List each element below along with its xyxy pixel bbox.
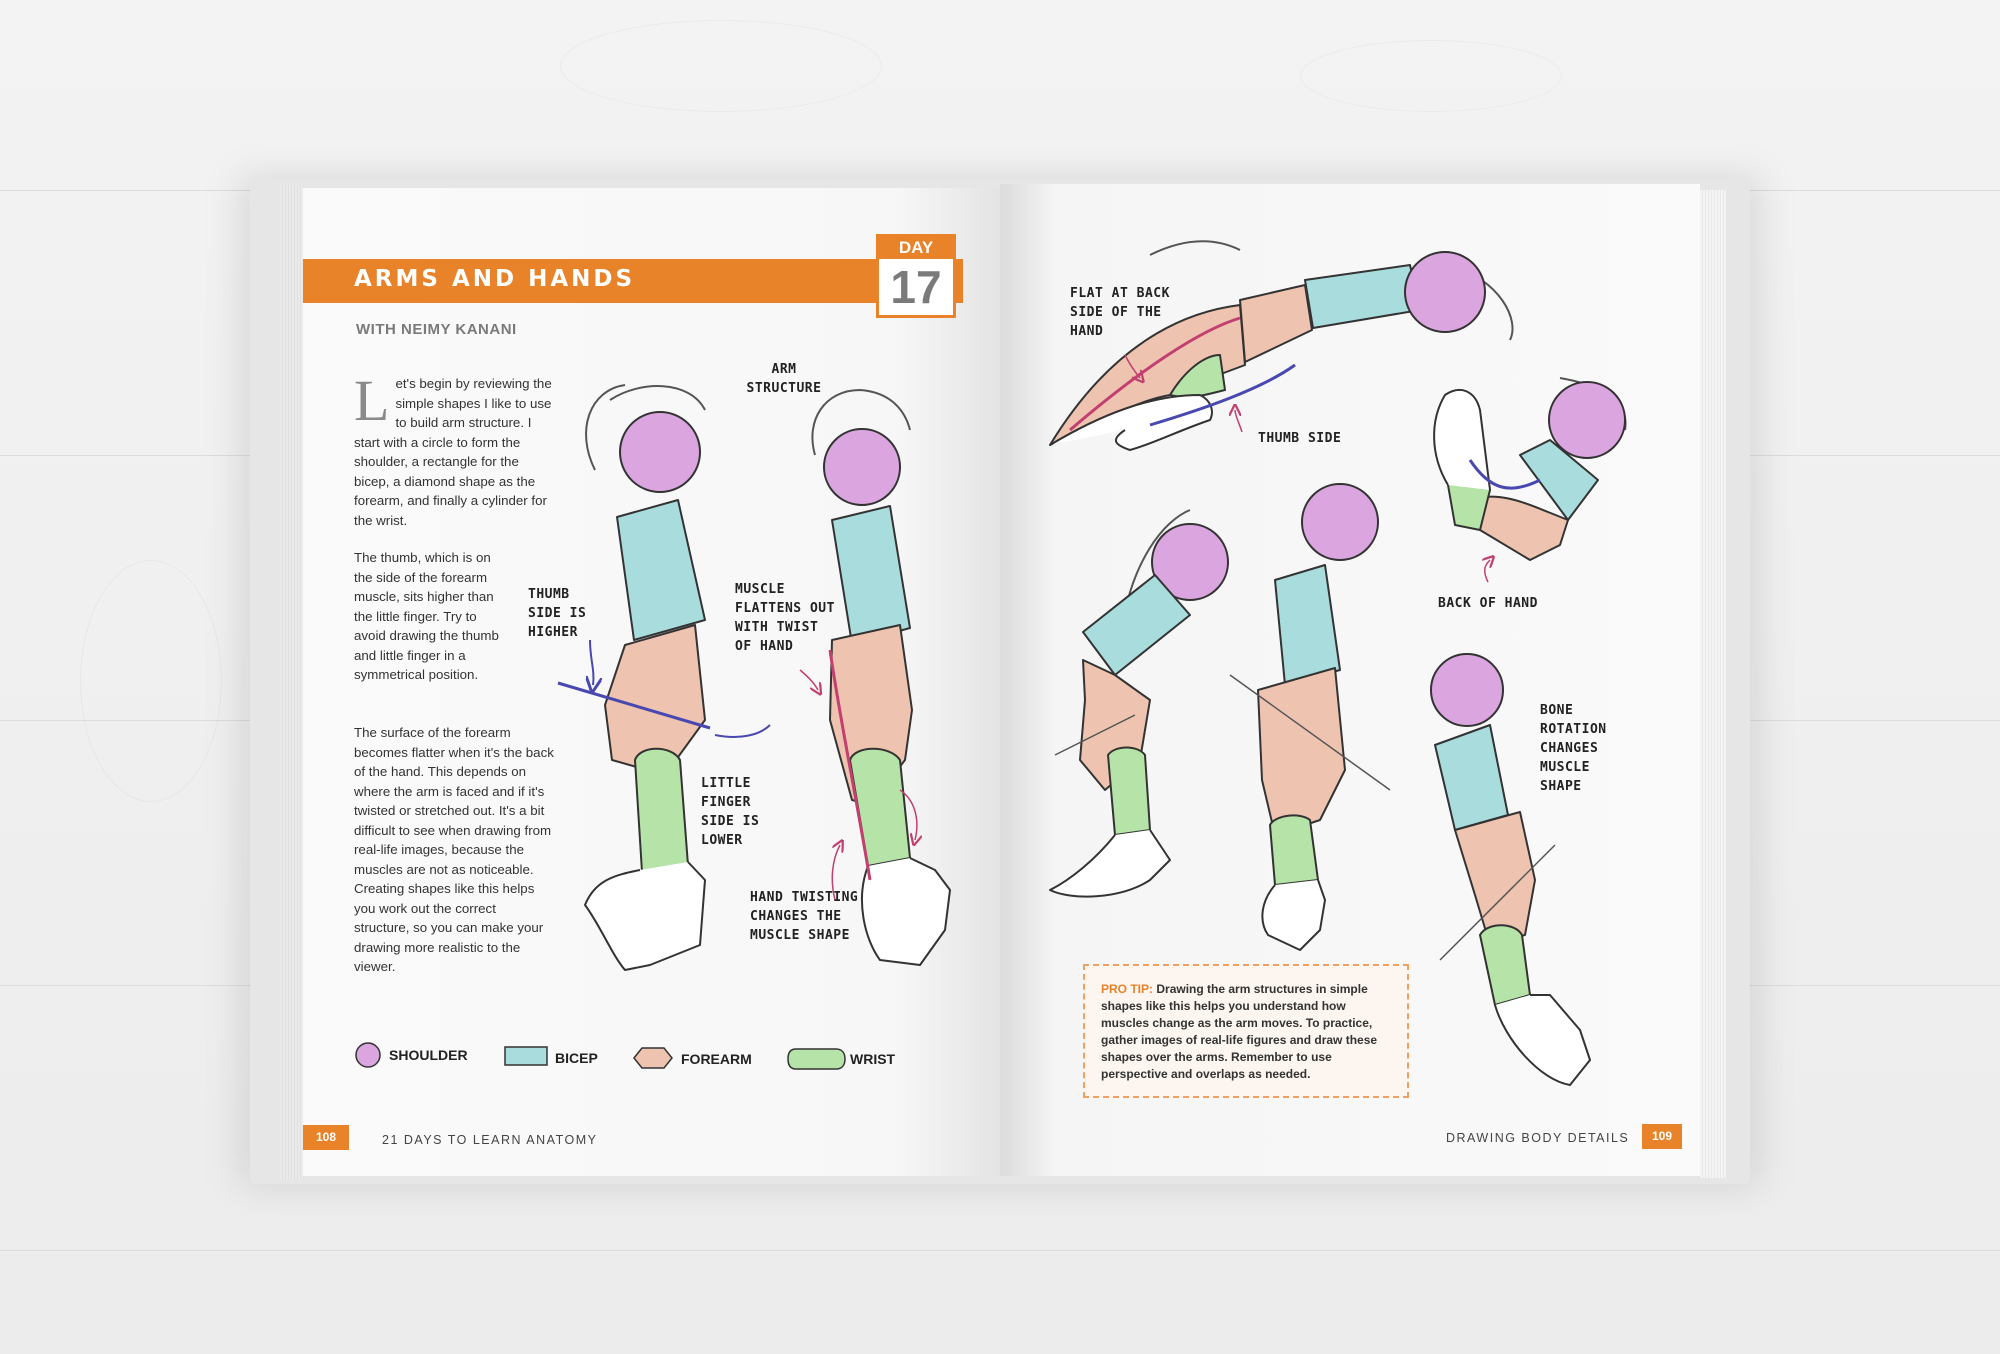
plank-line bbox=[0, 1250, 2000, 1251]
legend-shoulder-label: SHOULDER bbox=[389, 1047, 468, 1063]
legend-shoulder-swatch bbox=[355, 1042, 381, 1068]
forearm-diamond bbox=[1454, 811, 1536, 946]
annotation-muscle-flattens: MUSCLE FLATTENS OUT WITH TWIST OF HAND bbox=[735, 582, 835, 654]
arm-figure-7 bbox=[1430, 653, 1591, 1086]
legend-forearm-label: FOREARM bbox=[681, 1051, 752, 1067]
pro-tip-box: PRO TIP: Drawing the arm structures in s… bbox=[1083, 964, 1409, 1098]
arm-figure-4 bbox=[1433, 377, 1627, 583]
wrist-cylinder bbox=[1479, 924, 1531, 1006]
annotation-bone-rotation: BONE ROTATION CHANGES MUSCLE SHAPE bbox=[1540, 703, 1607, 794]
day-badge: DAY 17 bbox=[876, 234, 956, 318]
shoulder-circle bbox=[1151, 523, 1229, 601]
arm-figure-3 bbox=[1049, 240, 1514, 451]
running-footer-left: 21 DAYS TO LEARN ANATOMY bbox=[382, 1133, 598, 1147]
annotation-little-finger: LITTLE FINGER SIDE IS LOWER bbox=[701, 776, 760, 848]
arm-figure-6 bbox=[1229, 483, 1391, 951]
body-paragraph-3: The surface of the forearm becomes flatt… bbox=[354, 725, 554, 974]
chapter-title: ARMS AND HANDS bbox=[354, 266, 636, 292]
body-paragraph-2: The thumb, which is on the side of the f… bbox=[354, 550, 499, 682]
legend-bicep-label: BICEP bbox=[555, 1050, 598, 1066]
annotation-flat-back: FLAT AT BACK SIDE OF THE HAND bbox=[1070, 286, 1170, 339]
bicep-block bbox=[1519, 439, 1599, 521]
wrist-cylinder bbox=[849, 747, 911, 867]
bicep-block bbox=[616, 499, 706, 641]
shoulder-circle bbox=[1404, 251, 1486, 333]
forearm-diamond bbox=[1257, 667, 1346, 836]
arm-figure-5 bbox=[1049, 509, 1229, 898]
shoulder-circle bbox=[1548, 381, 1626, 459]
arm-figure-2 bbox=[799, 389, 951, 966]
annotation-hand-twisting: HAND TWISTING CHANGES THE MUSCLE SHAPE bbox=[750, 890, 859, 943]
arm-figure-1 bbox=[557, 384, 771, 971]
page-stack-left bbox=[280, 185, 304, 1180]
legend-bicep-swatch bbox=[504, 1046, 548, 1066]
pro-tip-lead: PRO TIP: bbox=[1101, 982, 1154, 996]
shoulder-circle bbox=[619, 411, 701, 493]
page-number-right: 109 bbox=[1642, 1124, 1682, 1149]
day-label: DAY bbox=[879, 237, 953, 259]
author-byline: WITH NEIMY KANANI bbox=[356, 321, 517, 338]
wrist-cylinder bbox=[1269, 814, 1319, 886]
page-number-left: 108 bbox=[303, 1125, 349, 1150]
day-number: 17 bbox=[890, 261, 942, 313]
shoulder-circle bbox=[1301, 483, 1379, 561]
annotation-arm-structure: ARM STRUCTURE bbox=[746, 362, 822, 396]
legend-wrist-swatch bbox=[787, 1048, 846, 1070]
legend-wrist-label: WRIST bbox=[850, 1051, 896, 1067]
paragraph-text: et's begin by reviewing the simple shape… bbox=[354, 376, 552, 528]
running-footer-right: DRAWING BODY DETAILS bbox=[1446, 1131, 1630, 1145]
bicep-block bbox=[1082, 574, 1191, 676]
pro-tip-text: Drawing the arm structures in simple sha… bbox=[1101, 982, 1378, 1081]
bicep-block bbox=[1274, 564, 1341, 686]
bicep-block bbox=[831, 505, 911, 645]
drop-cap: L bbox=[354, 368, 390, 433]
page-stack-right bbox=[1700, 190, 1726, 1178]
shoulder-circle bbox=[823, 428, 901, 506]
annotation-thumb-higher: THUMB SIDE IS HIGHER bbox=[528, 587, 587, 640]
chapter-header-bar bbox=[303, 259, 963, 303]
wrist-cylinder bbox=[1107, 746, 1151, 836]
annotation-back-of-hand: BACK OF HAND bbox=[1438, 596, 1538, 611]
shoulder-circle bbox=[1430, 653, 1504, 727]
wrist-cylinder bbox=[634, 747, 689, 873]
annotation-thumb-side: THUMB SIDE bbox=[1258, 431, 1342, 446]
legend-forearm-swatch bbox=[633, 1047, 673, 1069]
